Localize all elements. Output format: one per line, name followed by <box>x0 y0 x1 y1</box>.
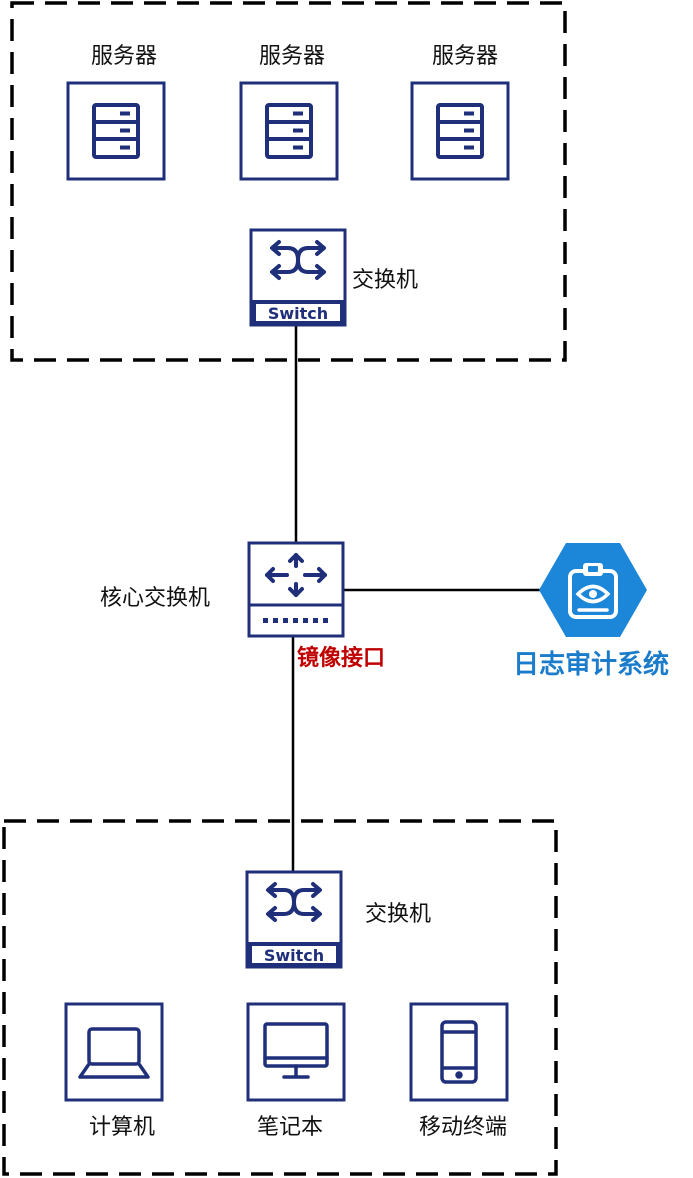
top-switch: Switch <box>249 228 347 327</box>
switch-arrows-icon <box>266 882 322 922</box>
router-arrows-icon <box>265 553 327 597</box>
client-monitor <box>246 1002 346 1102</box>
client-mobile <box>409 1002 509 1102</box>
audit-system-label: 日志审计系统 <box>513 650 670 680</box>
clipboard-eye-icon <box>568 563 618 619</box>
core-switch <box>247 541 345 638</box>
client-label: 计算机 <box>88 1115 156 1140</box>
bottom-switch: Switch <box>245 870 343 969</box>
server-icon <box>436 103 484 159</box>
server-2 <box>239 81 339 181</box>
server-3 <box>410 81 510 181</box>
top-switch-badge: Switch <box>268 304 328 323</box>
bottom-switch-label: 交换机 <box>365 902 432 927</box>
monitor-icon <box>263 1022 329 1079</box>
laptop-icon <box>78 1027 150 1079</box>
server-zone-border <box>10 1 567 362</box>
bottom-switch-badge: Switch <box>264 946 324 965</box>
server-label: 服务器 <box>431 44 499 69</box>
mirror-port-label: 镜像接口 <box>297 646 386 671</box>
client-label: 移动终端 <box>418 1115 508 1140</box>
server-icon <box>265 103 313 159</box>
client-label: 笔记本 <box>256 1115 324 1140</box>
server-icon <box>92 103 140 159</box>
top-switch-label: 交换机 <box>352 268 419 293</box>
server-label: 服务器 <box>90 44 158 69</box>
server-label: 服务器 <box>258 44 326 69</box>
port-dots <box>263 618 328 623</box>
mobile-phone-icon <box>440 1020 478 1084</box>
client-laptop <box>64 1002 164 1102</box>
switch-arrows-icon <box>270 240 326 280</box>
audit-system-node <box>539 543 647 637</box>
core-switch-label: 核心交换机 <box>100 586 211 611</box>
server-1 <box>66 81 166 181</box>
client-zone-border <box>2 819 558 1176</box>
